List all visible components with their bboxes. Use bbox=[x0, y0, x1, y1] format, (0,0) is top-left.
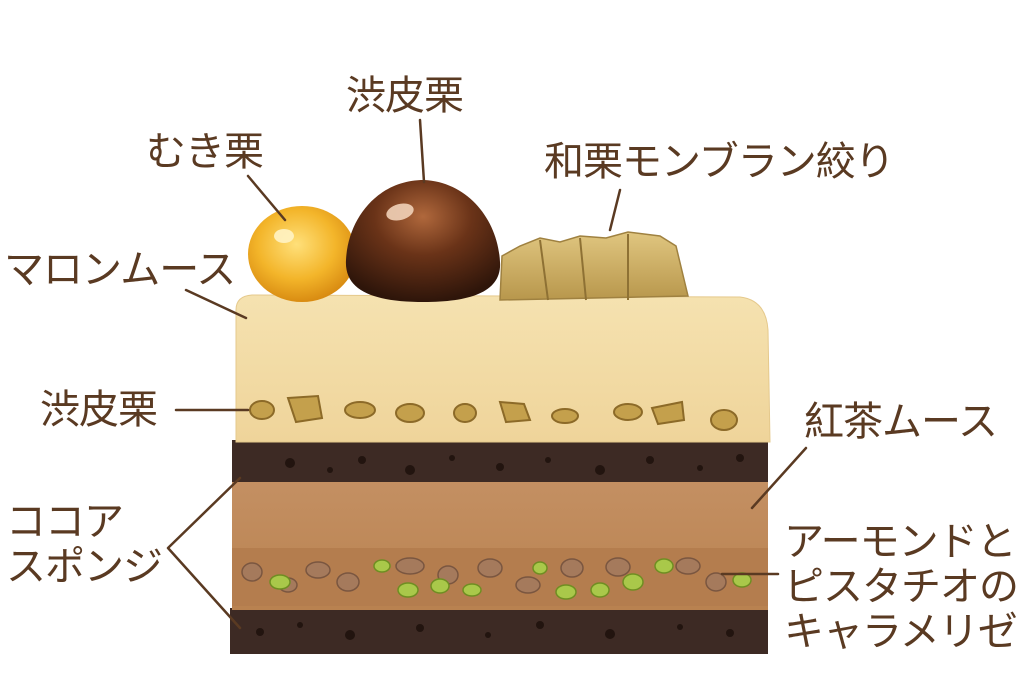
label-cocoa-sponge: ココア スポンジ bbox=[6, 499, 163, 590]
label-shibukawa-mid: 渋皮栗 bbox=[40, 387, 158, 433]
label-caramelise: アーモンドと ピスタチオの キャラメリゼ bbox=[784, 519, 1019, 655]
shibukawa-chestnut-topping bbox=[345, 180, 501, 302]
middle-cocoa-sponge-layer bbox=[232, 440, 768, 482]
label-caramelise-line-2: ピスタチオの bbox=[784, 563, 1019, 610]
label-shibukawa-top: 渋皮栗 bbox=[346, 73, 464, 119]
leader-lines bbox=[166, 118, 808, 630]
label-muki-guri: むき栗 bbox=[146, 129, 264, 175]
label-waguri-montblanc: 和栗モンブラン絞り bbox=[544, 139, 895, 185]
shibukawa-chestnut-pieces bbox=[249, 394, 738, 431]
label-caramelise-line-3: キャラメリゼ bbox=[784, 608, 1018, 655]
caramelised-almonds bbox=[241, 557, 727, 594]
montblanc-piping-topping bbox=[499, 231, 689, 301]
label-caramelise-line-1: アーモンドと bbox=[784, 519, 1017, 565]
marron-mousse-layer bbox=[235, 294, 771, 443]
label-kocha-mousse: 紅茶ムース bbox=[804, 399, 998, 445]
label-cocoa-sponge-line-1: ココア bbox=[6, 499, 124, 545]
bottom-cocoa-sponge-layer bbox=[230, 608, 768, 654]
label-marron-mousse: マロンムース bbox=[4, 247, 236, 293]
label-cocoa-sponge-line-2: スポンジ bbox=[6, 543, 163, 590]
caramelised-pistachios bbox=[269, 558, 752, 600]
sponge-texture bbox=[256, 454, 744, 640]
muki-chestnut-topping bbox=[248, 206, 356, 302]
